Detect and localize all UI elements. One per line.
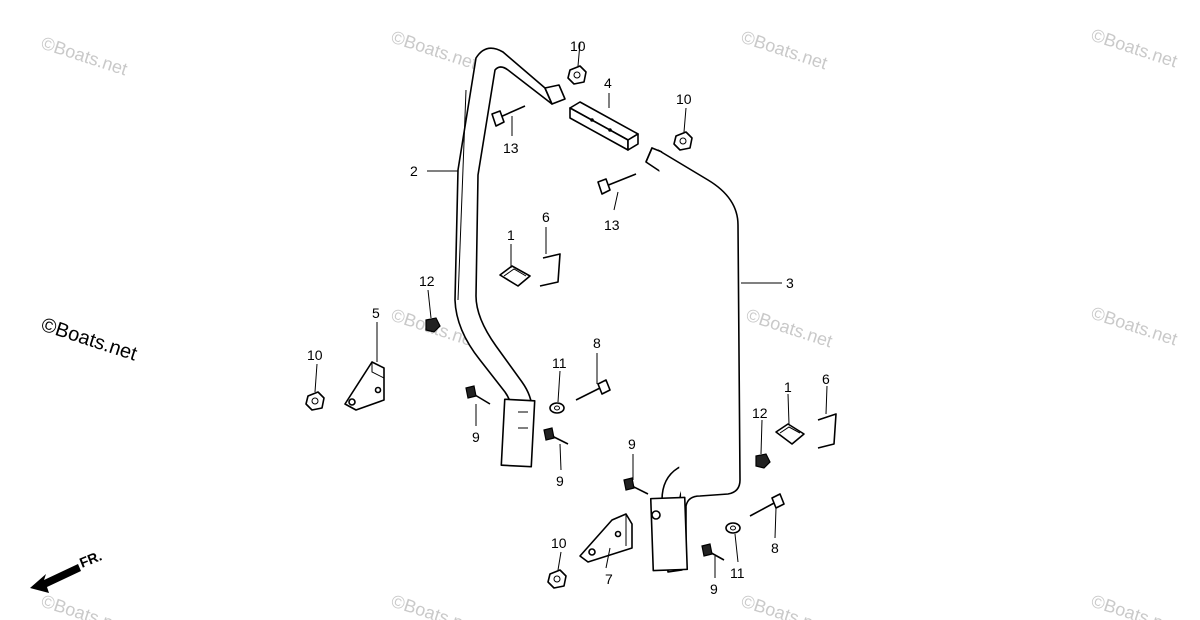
direction-label: FR. <box>77 547 104 570</box>
nut-10-bottom <box>547 569 567 589</box>
brand-text: ©Boats.net <box>38 314 140 366</box>
callout-labels: 2 3 4 5 7 1 1 6 6 8 8 9 9 9 9 10 10 10 1… <box>307 38 830 597</box>
watermark: ©Boats.net <box>739 591 830 620</box>
watermark: ©Boats.net <box>389 591 480 620</box>
callout-7: 7 <box>605 571 613 587</box>
right-bracket <box>579 513 633 563</box>
nut-12-left <box>425 317 441 333</box>
callout-13: 13 <box>604 217 620 233</box>
callout-1: 1 <box>784 379 792 395</box>
bolt-13-lower <box>597 173 637 195</box>
callout-11: 11 <box>552 355 567 371</box>
right-grip-clamp <box>775 423 805 445</box>
callout-10: 10 <box>307 347 323 363</box>
callout-8: 8 <box>771 540 779 556</box>
left-bracket <box>344 361 385 411</box>
bolt-9-d <box>701 543 725 561</box>
watermark: ©Boats.net <box>389 27 480 74</box>
right-u-bolt <box>817 413 837 449</box>
left-grip-clamp <box>499 265 531 287</box>
watermark: ©Boats.net <box>39 591 130 620</box>
bolt-9-a <box>465 385 491 405</box>
left-handle-pipe <box>454 47 566 468</box>
front-direction-arrow-icon: FR. <box>30 547 104 593</box>
nut-10-left <box>305 391 325 411</box>
bolt-9-b <box>543 427 569 445</box>
callout-11: 11 <box>730 565 745 581</box>
callout-1: 1 <box>507 227 515 243</box>
callout-10: 10 <box>676 91 692 107</box>
watermark: ©Boats.net <box>1089 25 1180 72</box>
watermark: ©Boats.net <box>739 27 830 74</box>
callout-10: 10 <box>570 38 586 54</box>
watermark: ©Boats.net <box>1089 303 1180 350</box>
callout-3: 3 <box>786 275 794 291</box>
callout-13: 13 <box>503 140 519 156</box>
leader-lines <box>314 42 828 578</box>
callout-2: 2 <box>410 163 418 179</box>
watermark: ©Boats.net <box>744 305 835 352</box>
bolt-9-c <box>623 477 649 495</box>
callout-5: 5 <box>372 305 380 321</box>
nut-10-top-right <box>673 131 693 151</box>
bolt-13-upper <box>491 105 526 127</box>
right-handle-pipe <box>645 147 741 573</box>
nut-10-top-left <box>567 65 587 85</box>
pipe-connector <box>569 101 639 151</box>
bolt-8-right <box>749 493 785 517</box>
bolt-8-left <box>575 379 611 401</box>
nut-12-right <box>755 453 771 469</box>
callout-12: 12 <box>752 405 768 421</box>
callout-6: 6 <box>822 371 830 387</box>
callout-9: 9 <box>472 429 480 445</box>
callout-6: 6 <box>542 209 550 225</box>
callout-10: 10 <box>551 535 567 551</box>
callout-8: 8 <box>593 335 601 351</box>
callout-12: 12 <box>419 273 435 289</box>
left-u-bolt <box>539 253 561 287</box>
washer-11-left <box>549 402 565 414</box>
washer-11-right <box>725 522 741 534</box>
callout-9: 9 <box>628 436 636 452</box>
watermark: ©Boats.net <box>1089 591 1180 620</box>
callout-4: 4 <box>604 75 612 91</box>
watermark: ©Boats.net <box>39 33 130 80</box>
callout-9: 9 <box>710 581 718 597</box>
callout-9: 9 <box>556 473 564 489</box>
